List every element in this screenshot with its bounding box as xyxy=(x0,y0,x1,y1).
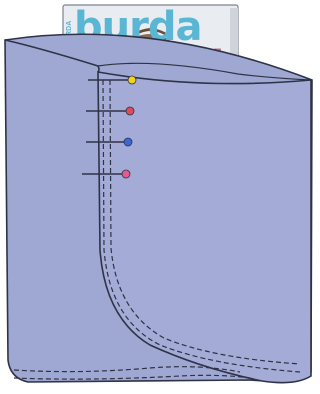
pin-pink-head xyxy=(122,170,130,178)
pin-blue-head xyxy=(124,138,132,146)
pin-red-head xyxy=(126,107,134,115)
pin-yellow-head xyxy=(128,76,136,84)
